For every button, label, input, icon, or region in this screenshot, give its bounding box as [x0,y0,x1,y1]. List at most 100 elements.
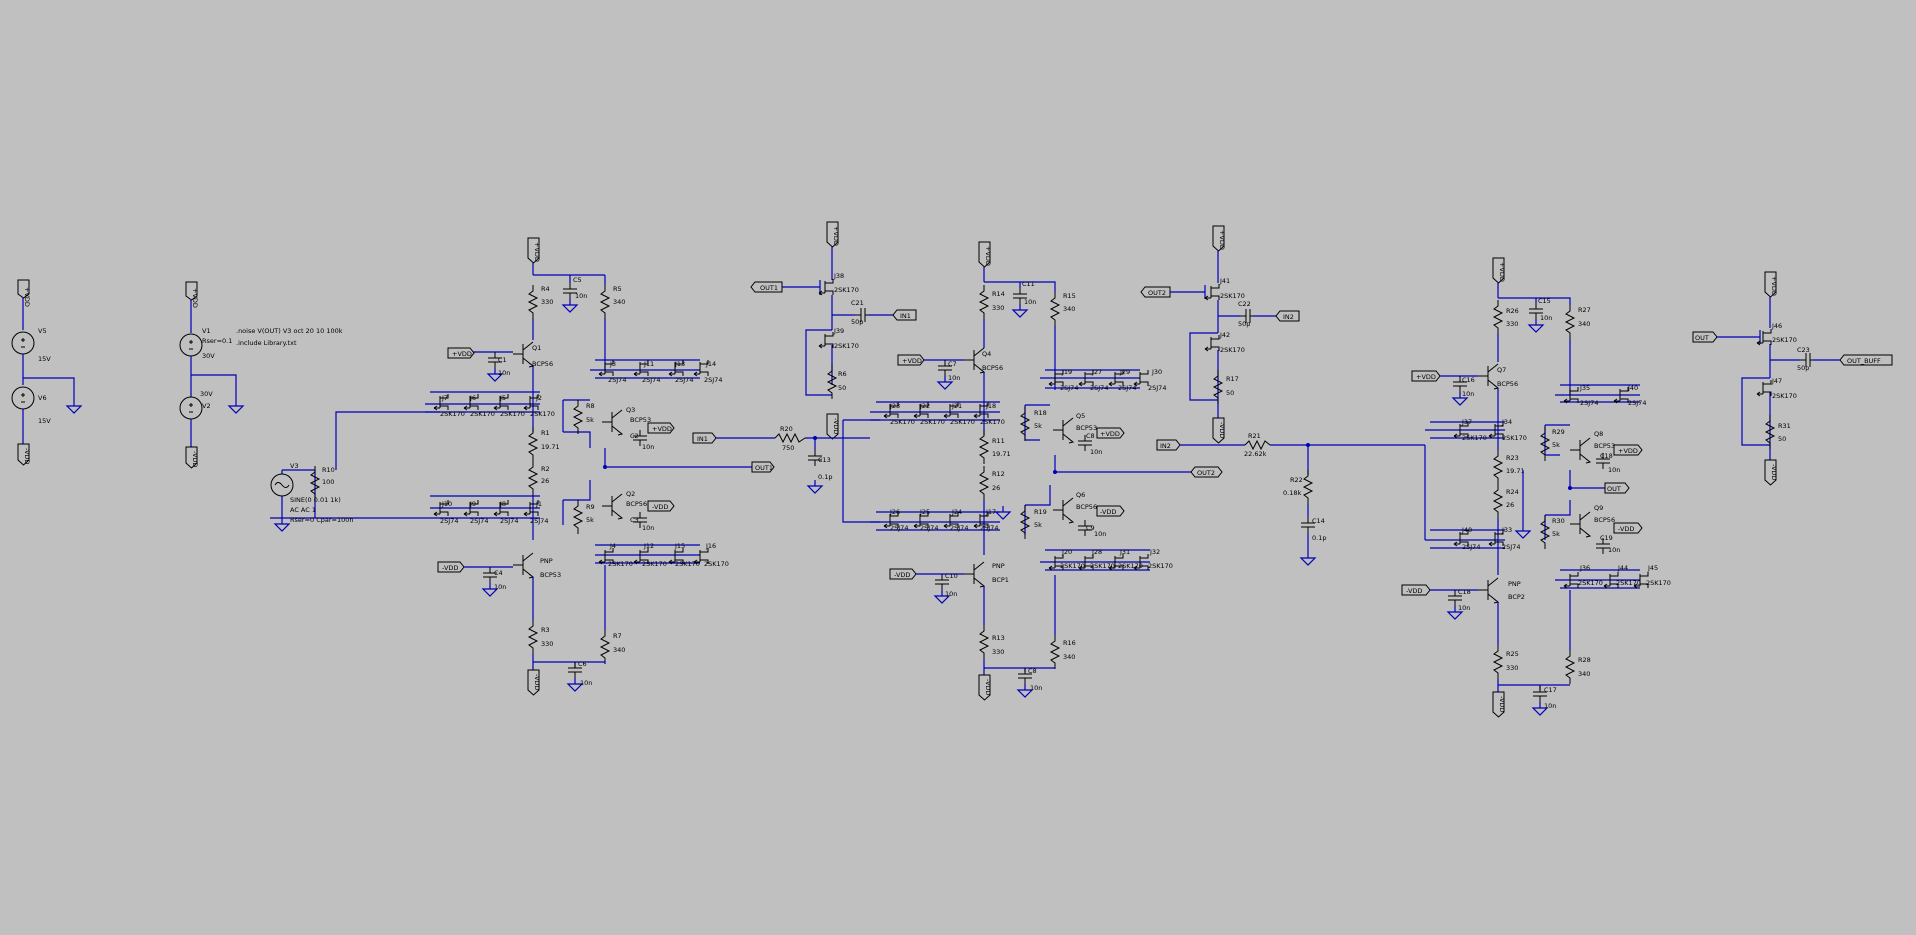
net-flag[interactable] [647,500,675,512]
resistor-symbol[interactable] [979,429,989,465]
wire[interactable] [23,377,75,400]
voltage-source-symbol[interactable] [179,396,203,420]
net-flag[interactable] [897,354,925,366]
resistor-symbol[interactable] [600,284,610,320]
wire[interactable] [191,374,237,400]
wire[interactable] [870,511,1000,531]
wire[interactable] [532,263,606,285]
noise-directive[interactable]: .noise V(OUT) V3 oct 20 10 100k [236,327,343,335]
transistor-symbol[interactable] [1477,577,1499,604]
net-flag[interactable] [1839,354,1893,366]
jfet-symbol[interactable] [1204,334,1220,352]
ground-symbol[interactable] [807,479,823,494]
jfet-symbol[interactable] [818,278,834,296]
net-flag[interactable] [1604,482,1630,494]
wire[interactable] [774,432,806,444]
junction-dot[interactable] [270,473,294,497]
wire[interactable] [1569,470,1605,489]
ground-symbol[interactable] [1515,524,1531,539]
net-flag[interactable] [1613,444,1643,456]
resistor-symbol[interactable] [979,465,989,501]
voltage-source-symbol[interactable] [11,331,35,355]
ground-symbol[interactable] [562,298,578,313]
wire[interactable] [1054,455,1200,473]
junction-dot[interactable] [1306,443,1310,447]
net-flag[interactable] [1613,522,1643,534]
jfet-symbol[interactable] [1488,529,1504,547]
wire[interactable] [870,401,1000,421]
resistor-symbol[interactable] [528,619,538,655]
ground-symbol[interactable] [1300,551,1316,566]
wire[interactable] [1497,283,1571,305]
transistor-symbol[interactable] [1477,363,1499,390]
net-flag[interactable] [750,281,783,293]
wire[interactable] [1497,334,1571,395]
wire[interactable] [1555,569,1640,589]
resistor-symbol[interactable] [528,426,538,462]
voltage-source-symbol[interactable] [179,333,203,357]
wire[interactable] [842,438,880,523]
resistor-symbol[interactable] [1565,649,1575,685]
resistor-symbol[interactable] [1493,449,1503,485]
net-flag[interactable] [978,674,991,701]
resistor-symbol[interactable] [1050,291,1060,327]
resistor-symbol[interactable] [1493,483,1503,519]
net-flag[interactable] [1764,459,1777,486]
net-flag[interactable] [1212,225,1225,252]
resistor-symbol[interactable] [573,399,583,435]
include-directive[interactable]: .include Library.txt [236,339,297,347]
net-flag[interactable] [1692,331,1718,343]
net-flag[interactable] [185,446,198,469]
net-flag[interactable] [751,461,775,473]
resistor-symbol[interactable] [528,460,538,496]
wire[interactable] [983,267,1056,292]
resistor-symbol[interactable] [1565,304,1575,340]
jfet-symbol[interactable] [1204,283,1220,301]
wire[interactable] [983,659,1055,675]
wire[interactable] [532,319,606,370]
ground-symbol[interactable] [66,399,82,414]
resistor-symbol[interactable] [1303,469,1313,505]
junction-dot[interactable] [1053,470,1057,474]
stage2-amplifier[interactable]: +VDD R14 330 C11 10n R15 340 Q4 BCP56 +V… [870,241,1223,701]
resistor-symbol[interactable] [1493,299,1503,335]
net-flag[interactable] [1411,370,1441,382]
net-flag[interactable] [185,281,198,301]
net-flag[interactable] [1096,427,1125,439]
net-flag[interactable] [978,241,991,268]
net-flag[interactable] [692,432,717,444]
wire[interactable] [1497,590,1571,650]
resistor-symbol[interactable] [1493,644,1503,680]
buffer3[interactable]: +VDD OUT J46 2SK170 C23 50p OUT_BUFF J47… [1692,271,1893,486]
net-flag[interactable] [1401,584,1431,596]
resistor-symbol[interactable] [979,284,989,320]
wire[interactable] [1497,679,1570,692]
wire[interactable] [1244,439,1271,451]
stage3-amplifier[interactable]: +VDD R26 330 C15 10n R27 340 Q7 BCP56 +V… [1401,257,1671,718]
ground-symbol[interactable] [995,505,1011,520]
wire[interactable] [532,565,606,630]
resistor-symbol[interactable] [979,624,989,660]
junction-dot[interactable] [1568,486,1572,490]
wire[interactable] [782,247,855,396]
wire[interactable] [604,448,752,468]
resistor-symbol[interactable] [528,284,538,320]
ground-symbol[interactable] [274,517,290,532]
input-source[interactable]: V3 SINE(0 0.01 1k) AC AC 1 Rser=0 Cpar=1… [270,411,440,532]
wire[interactable] [1717,297,1800,460]
stage1-amplifier[interactable]: +VDD R4 330 C5 10n R5 340 Q1 BCP56 +VDD … [425,237,775,696]
wire[interactable] [1170,251,1240,420]
net-flag[interactable] [527,669,540,696]
wire[interactable] [425,495,540,519]
net-flag[interactable] [1275,310,1300,322]
net-flag[interactable] [1190,466,1223,478]
interstage-rc-1[interactable]: IN1 R20 750 C13 0.1p [692,419,880,523]
wire[interactable] [562,480,591,525]
ground-symbol[interactable] [228,399,244,414]
junction-dot[interactable] [603,465,607,469]
resistor-symbol[interactable] [1050,634,1060,670]
net-flag[interactable] [647,422,675,434]
net-flag[interactable] [1096,505,1125,517]
net-flag[interactable] [826,413,839,440]
